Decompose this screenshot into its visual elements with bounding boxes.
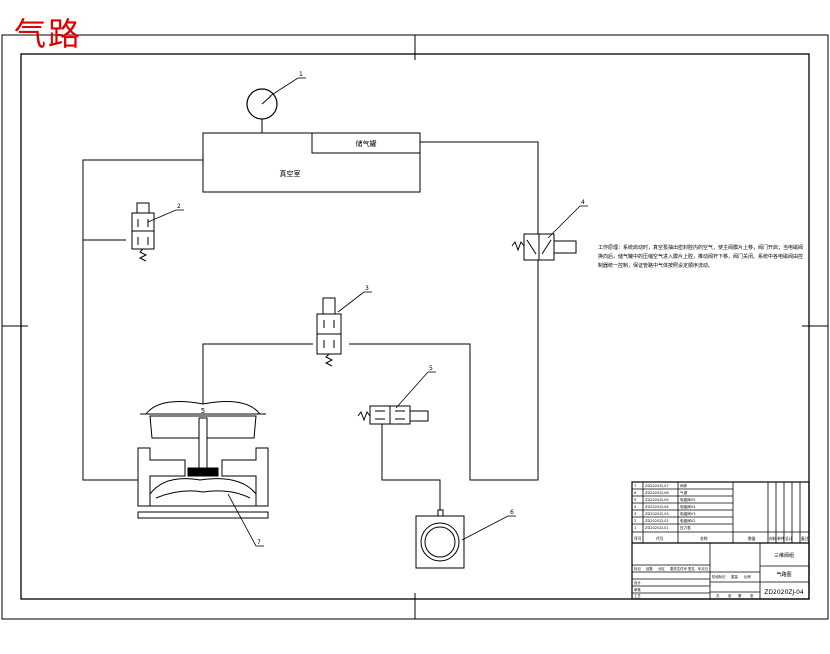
stage-label: 重量 xyxy=(731,574,738,579)
solenoid-valve-middle xyxy=(316,297,342,367)
bom-code: ZD2020ZJ-02 xyxy=(645,519,669,523)
leader-label: 7 xyxy=(257,539,261,546)
bom-name: 电磁阀V4 xyxy=(680,504,696,509)
title-stamp: 气路 xyxy=(14,15,83,53)
sig-row: 审核 xyxy=(634,587,641,592)
bom-code: ZD2020ZJ-04 xyxy=(645,505,669,509)
leader-label: 1 xyxy=(299,71,303,78)
bom-header: 备注 xyxy=(801,536,809,541)
stage-label: 阶段标记 xyxy=(712,574,726,579)
bom-code: ZD2020ZJ-05 xyxy=(645,498,669,502)
bom-header: 单件 xyxy=(777,536,785,541)
leader-label: 4 xyxy=(581,199,585,206)
bom-no: 4 xyxy=(634,505,637,509)
bom-rows: 7 ZD2020ZJ-07 阀体 6 ZD2020ZJ-06 气源 5 ZD20… xyxy=(634,483,696,530)
tank-label: 储气罐 xyxy=(356,139,377,148)
solenoid-valve-right xyxy=(511,233,577,261)
tank-box xyxy=(311,132,421,154)
bom-header: 材料 xyxy=(769,536,777,541)
piping xyxy=(82,128,539,516)
bom-header: 名称 xyxy=(700,536,708,541)
bom-header: 序号 xyxy=(634,536,642,541)
bom-no: 1 xyxy=(634,526,636,530)
solenoid-valve-left xyxy=(131,202,155,262)
sig-label: 标记 xyxy=(634,566,641,571)
bom-no: 7 xyxy=(634,484,636,488)
bom-name: 压力表 xyxy=(680,525,691,530)
bom-code: ZD2020ZJ-01 xyxy=(645,526,669,530)
chamber-label: 真空室 xyxy=(280,169,301,178)
sheet-label: 共 xyxy=(716,593,720,598)
bom-header: 代号 xyxy=(656,536,664,541)
solenoid-valve-lower xyxy=(357,405,429,425)
bom-code: ZD2020ZJ-03 xyxy=(645,512,669,516)
diaphragm-label: 5 xyxy=(201,407,205,415)
diaphragm-valve xyxy=(137,401,269,519)
outer-frame xyxy=(1,34,829,620)
bom-name: 电磁阀V2 xyxy=(680,518,696,523)
leader-numbers: 1 2 3 6 5 4 7 xyxy=(177,71,585,546)
bom-header: 总计 xyxy=(785,536,793,541)
sig-label: 处数 xyxy=(646,566,653,571)
part-name: 气路图 xyxy=(776,571,791,578)
centering-marks xyxy=(2,35,828,619)
sheet-label: 张 xyxy=(750,593,754,598)
leader-label: 2 xyxy=(177,203,181,210)
sheet-label: 张 xyxy=(728,593,732,598)
bom-name: 气源 xyxy=(680,490,688,495)
working-principle-note: 工作原理：系统启动时，真空泵抽出密封腔内的空气，使主阀膜片上移，阀门开启；当电磁… xyxy=(598,245,804,269)
sig-row: 工艺 xyxy=(634,593,641,598)
signature-block: 标记 处数 分区 更改文件号 签名 年月日 设计 审核 工艺 阶段标记 重量 比… xyxy=(634,566,754,598)
sig-label: 分区 xyxy=(658,566,665,571)
bom-no: 5 xyxy=(634,498,636,502)
bom-no: 6 xyxy=(634,491,637,495)
leader-lines xyxy=(147,77,588,547)
drawing-number: ZD2020ZJ-04 xyxy=(764,589,804,596)
air-source xyxy=(415,509,465,569)
bom-no: 2 xyxy=(634,519,636,523)
leader-label: 6 xyxy=(510,509,514,516)
sig-label: 年月日 xyxy=(698,566,708,571)
bom-no: 3 xyxy=(634,512,636,516)
stage-label: 比例 xyxy=(744,574,751,579)
bom-code: ZD2020ZJ-07 xyxy=(645,484,669,488)
bom-name: 阀体 xyxy=(680,483,688,488)
leader-label: 3 xyxy=(365,285,369,292)
sig-label: 签名 xyxy=(688,566,695,571)
bom-headers: 序号 代号 名称 数量 材料 单件 总计 备注 xyxy=(634,536,809,541)
title-block xyxy=(631,481,810,600)
sig-row: 设计 xyxy=(634,580,641,585)
pressure-gauge xyxy=(246,88,278,128)
bom-header: 数量 xyxy=(748,536,756,541)
bom-code: ZD2020ZJ-06 xyxy=(645,491,669,495)
bom-name: 电磁阀V3 xyxy=(680,511,696,516)
drawing-title: 三维阀组 xyxy=(774,552,794,559)
sheet-label: 第 xyxy=(738,593,742,598)
bom-name: 电磁阀V5 xyxy=(680,497,696,502)
sig-label: 更改文件号 xyxy=(670,566,688,571)
leader-label: 5 xyxy=(429,365,433,372)
